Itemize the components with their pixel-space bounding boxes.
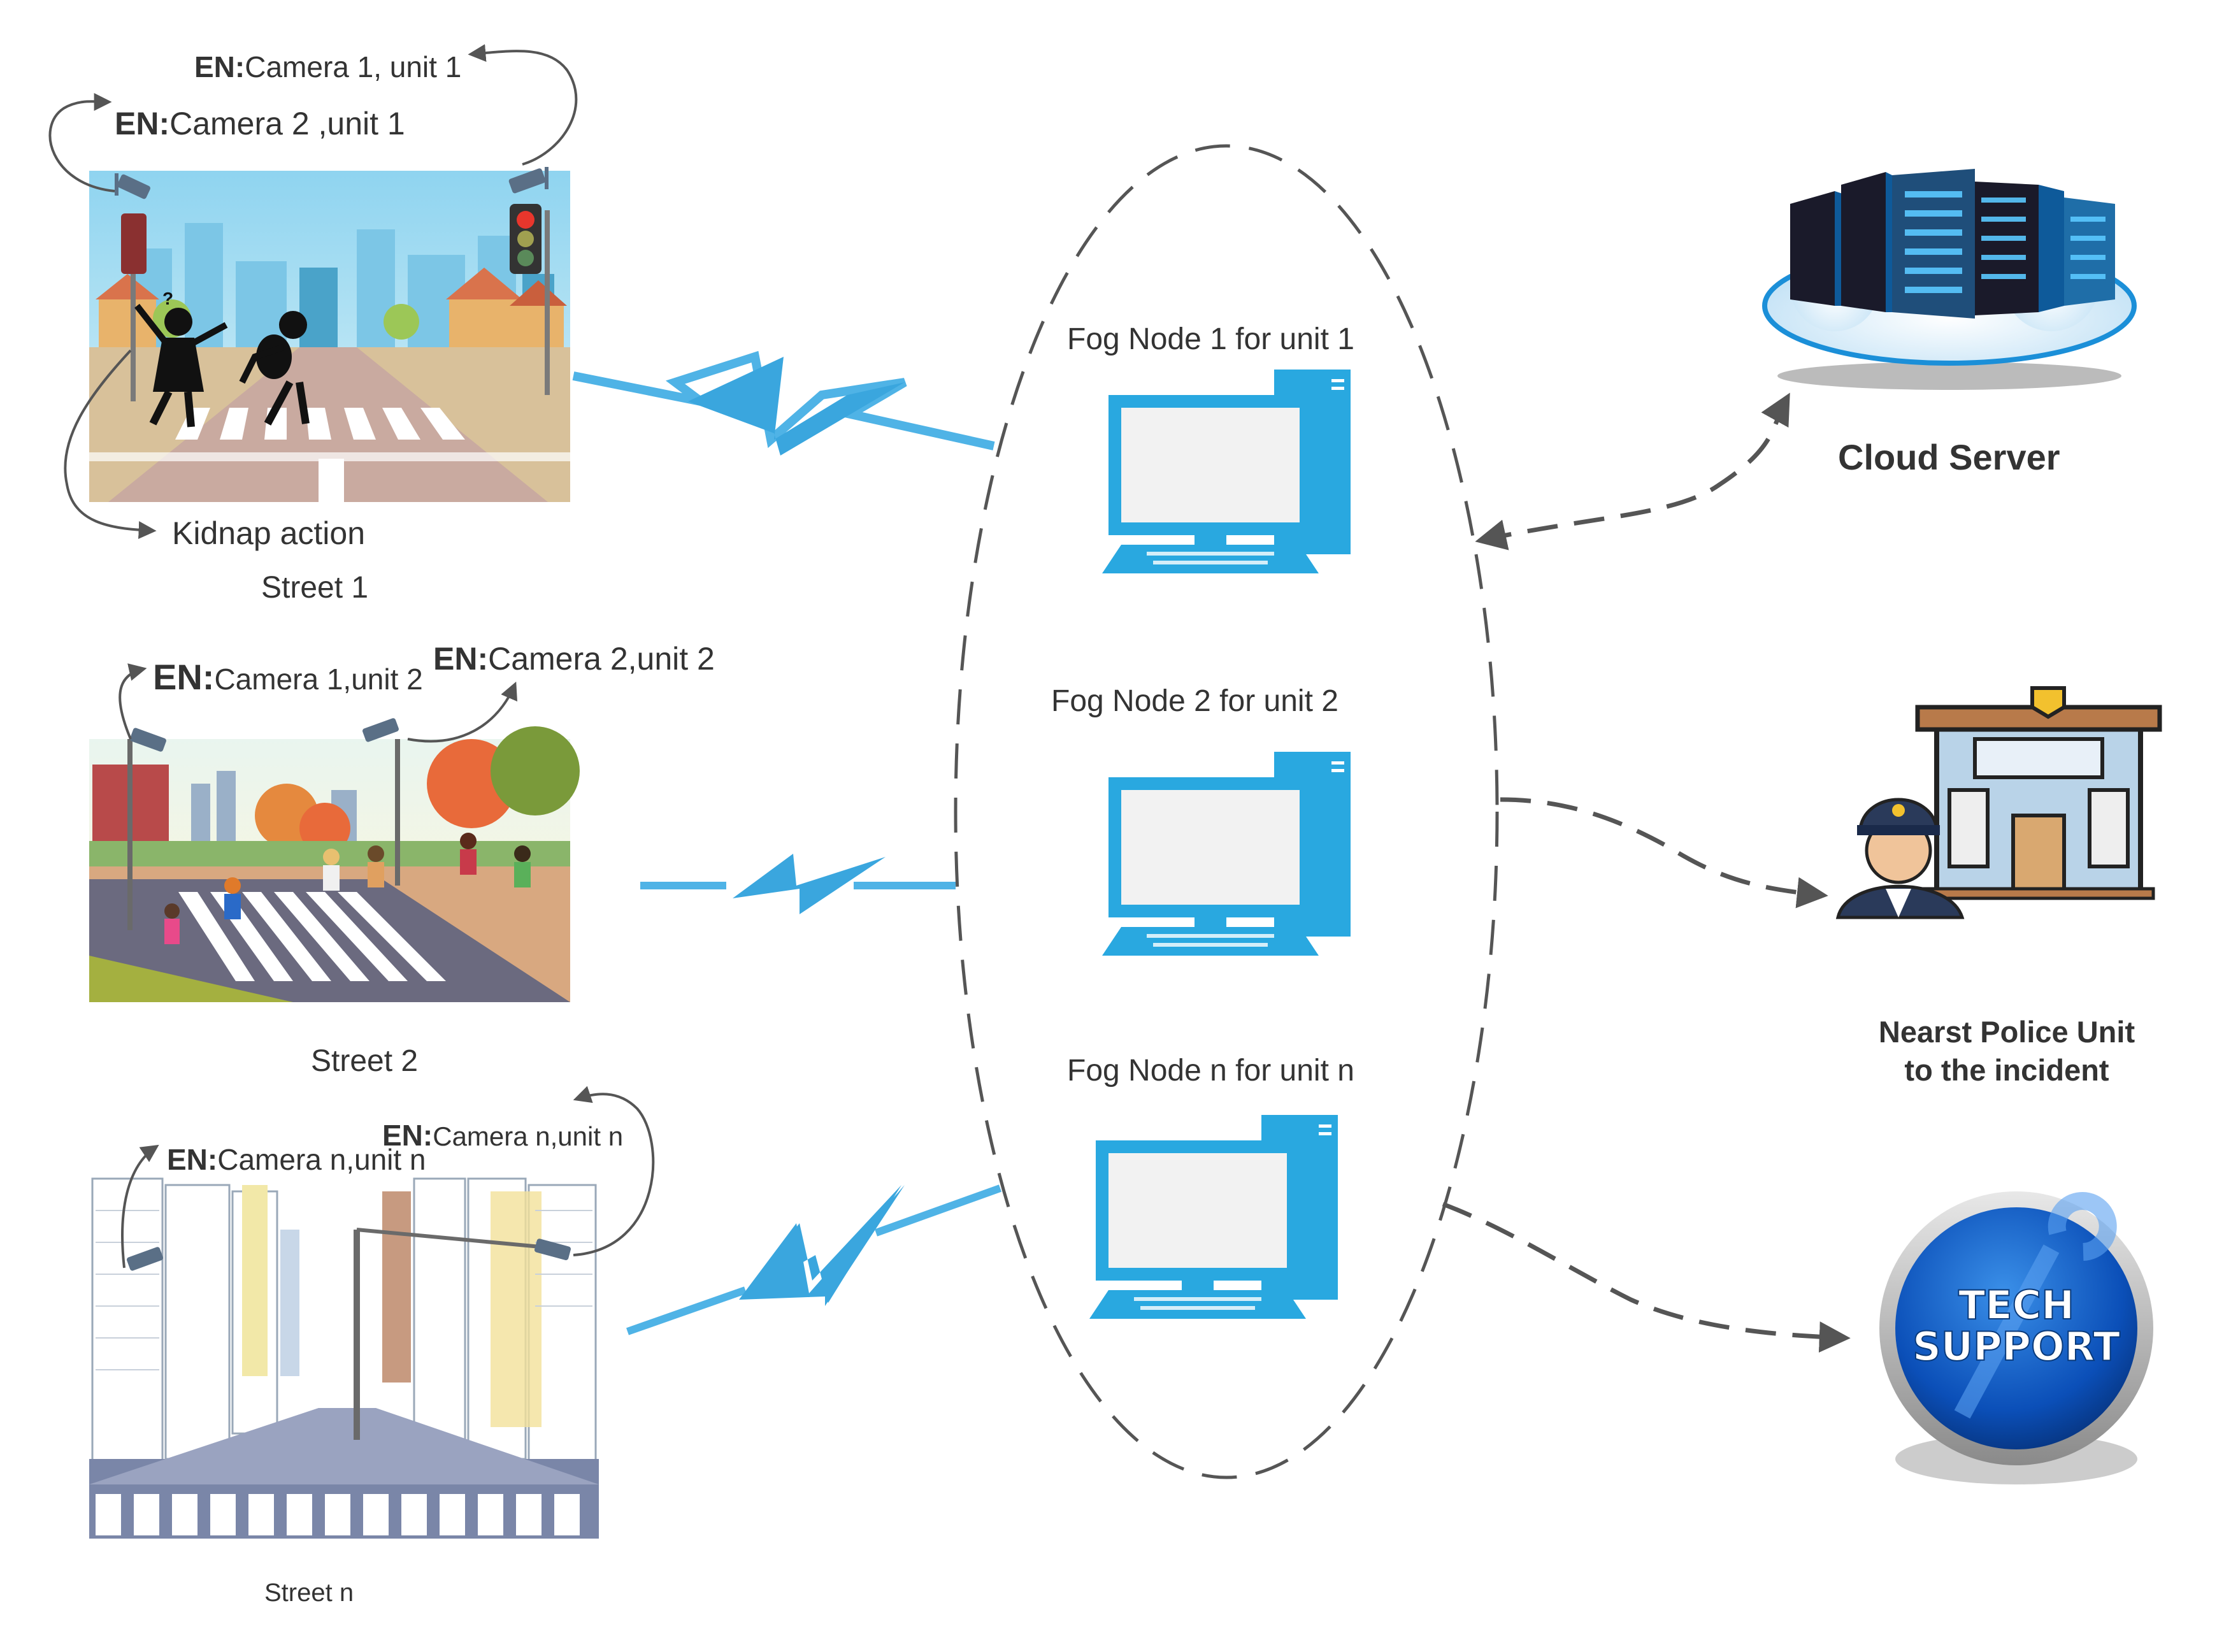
- fog-node-n-computer-icon: [1089, 1115, 1338, 1319]
- fog-to-services-connectors: [1442, 392, 1851, 1353]
- police-station-icon: [1915, 686, 2162, 900]
- cctv-camera-icon: [508, 167, 549, 194]
- street-1-camera-2-label: EN:Camera 2 ,unit 1: [115, 105, 405, 142]
- street-2-camera-2-label: EN:Camera 2,unit 2: [433, 640, 715, 677]
- edge-node-prefix: EN:: [194, 50, 245, 83]
- camera-name: Camera 2,unit 2: [488, 641, 715, 677]
- cctv-camera-icon: [126, 1247, 163, 1271]
- fog-node-2-label: Fog Node 2 for unit 2: [1051, 684, 1338, 718]
- cctv-camera-icon: [534, 1239, 571, 1260]
- tech-support-line1: TECH: [1958, 1282, 2074, 1328]
- edge-node-prefix: EN:: [433, 641, 489, 677]
- police-unit-label: Nearst Police Unit to the incident: [1847, 1013, 2166, 1089]
- wireless-link-1: [572, 350, 995, 456]
- police-link-arrow: [1500, 797, 1828, 909]
- street-2-camera-1-label: EN:Camera 1,unit 2: [153, 656, 423, 698]
- fog-node-n-label: Fog Node n for unit n: [1067, 1054, 1354, 1088]
- fog-node-1-computer-icon: [1102, 370, 1351, 573]
- street-1-label: Street 1: [261, 571, 369, 605]
- police-officer-icon: [1835, 798, 1965, 919]
- edge-node-prefix: EN:: [153, 657, 215, 697]
- street-n-scene: [89, 1172, 599, 1539]
- police-unit-label-line1: Nearst Police Unit: [1878, 1015, 2135, 1049]
- camera-name: Camera n,unit n: [433, 1121, 624, 1151]
- fog-layer-boundary: [954, 144, 1499, 1479]
- tech-link-arrow: [1442, 1202, 1851, 1353]
- edge-node-prefix: EN:: [115, 106, 170, 141]
- street-n-camera-1-label: EN:Camera n,unit n: [167, 1142, 426, 1177]
- svg-text:?: ?: [162, 289, 173, 308]
- edge-node-prefix: EN:: [382, 1119, 433, 1152]
- tech-support-line2: SUPPORT: [1912, 1323, 2120, 1370]
- wireless-link-2: [640, 854, 956, 914]
- cctv-camera-icon: [129, 728, 166, 752]
- cloud-link-arrow: [1475, 392, 1790, 550]
- cloud-server-label: Cloud Server: [1838, 437, 2060, 477]
- fog-node-1-label: Fog Node 1 for unit 1: [1067, 322, 1354, 356]
- camera-name: Camera n,unit n: [217, 1143, 426, 1176]
- street-n-camera-2-label: EN:Camera n,unit n: [382, 1118, 623, 1153]
- kidnap-action-label: Kidnap action: [172, 515, 366, 551]
- cctv-camera-icon: [115, 173, 150, 199]
- street-n-label: Street n: [264, 1579, 354, 1607]
- cloud-server-icon: [1762, 169, 2137, 390]
- wireless-link-n: [626, 1184, 1002, 1335]
- street-1-camera-1-label: EN:Camera 1, unit 1: [194, 50, 461, 84]
- tech-support-icon: [1879, 1191, 2153, 1484]
- camera-name: Camera 1,unit 2: [214, 663, 423, 696]
- police-unit-label-line2: to the incident: [1904, 1053, 2109, 1087]
- street-2-scene: [89, 726, 580, 1002]
- camera-label-connectors: [48, 44, 655, 1268]
- edge-node-prefix: EN:: [167, 1143, 218, 1176]
- camera-name: Camera 2 ,unit 1: [169, 106, 405, 141]
- street-1-scene: ?: [89, 171, 570, 502]
- street-2-label: Street 2: [311, 1044, 419, 1078]
- cctv-camera-icon: [362, 718, 399, 742]
- camera-name: Camera 1, unit 1: [245, 50, 462, 83]
- fog-node-2-computer-icon: [1102, 752, 1351, 956]
